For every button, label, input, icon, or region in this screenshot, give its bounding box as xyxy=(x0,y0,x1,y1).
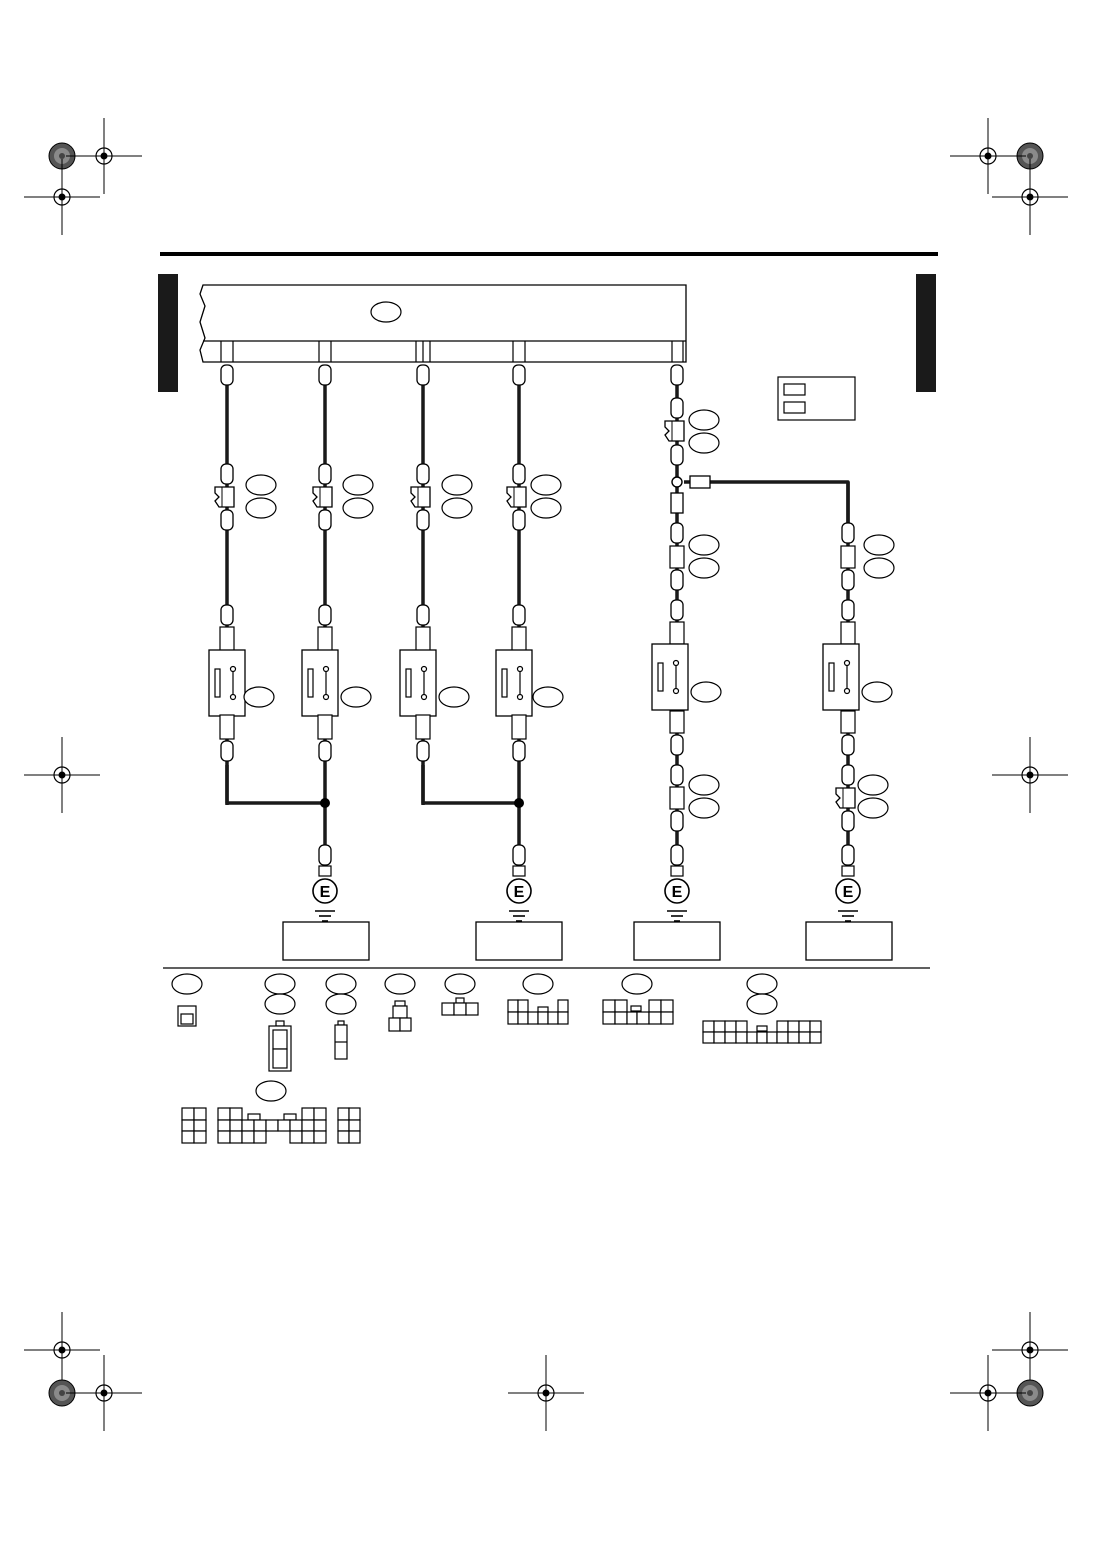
relay-switch-icon xyxy=(651,643,689,711)
registration-crosshair-icon xyxy=(23,736,101,814)
registration-crosshair-icon xyxy=(949,1354,1027,1432)
ground-label: E xyxy=(672,884,683,901)
connector-pinout-icon xyxy=(181,1107,361,1144)
wires xyxy=(225,375,850,875)
ground-label: E xyxy=(843,884,854,901)
relay-switch-icon xyxy=(822,643,860,711)
joint-connector xyxy=(506,486,527,508)
control-module xyxy=(199,284,687,363)
circuit-column xyxy=(208,364,277,762)
circuit-column: E xyxy=(495,364,564,922)
joint-connector xyxy=(835,787,856,809)
relay-switch-icon xyxy=(495,649,533,717)
connector-pinout-icon xyxy=(507,999,569,1025)
joint-connector xyxy=(312,486,333,508)
joint-connector xyxy=(410,486,431,508)
module-callout xyxy=(370,301,402,323)
registration-crosshair-icon xyxy=(65,1354,143,1432)
registration-crosshair-icon xyxy=(65,117,143,195)
connector-pinout-icon xyxy=(602,999,674,1025)
inline-fuse xyxy=(689,475,711,489)
connector-pinout-icon xyxy=(702,1020,822,1044)
connector-pinout-icon xyxy=(275,1020,285,1027)
registration-crosshair-icon xyxy=(949,117,1027,195)
circuit-column: E xyxy=(301,364,374,922)
joint-connector xyxy=(214,486,235,508)
inline-fuse xyxy=(670,492,684,514)
header-rule xyxy=(160,252,938,256)
circuit-column xyxy=(399,364,473,762)
legend-box xyxy=(777,376,856,421)
wire-splice xyxy=(514,798,524,808)
wire-splice xyxy=(671,476,683,488)
joint-connector xyxy=(664,420,685,442)
ground-label: E xyxy=(514,884,525,901)
wire-splice xyxy=(320,798,330,808)
relay-switch-icon xyxy=(399,649,437,717)
connector-pinout-icon xyxy=(455,997,465,1004)
registration-crosshair-icon xyxy=(991,1311,1069,1389)
registration-crosshair-icon xyxy=(23,1311,101,1389)
connector-pinouts xyxy=(171,973,822,1144)
registration-crosshair-icon xyxy=(991,736,1069,814)
circuit-column: E xyxy=(651,364,722,922)
registration-crosshair-icon xyxy=(23,158,101,236)
relay-switch-icon xyxy=(208,649,246,717)
registration-crosshair-icon xyxy=(507,1354,585,1432)
registration-crosshair-icon xyxy=(991,158,1069,236)
side-tab-right xyxy=(916,274,936,392)
side-tab-left xyxy=(158,274,178,392)
circuit-column: E xyxy=(822,522,895,922)
relay-switch-icon xyxy=(301,649,339,717)
connector-pinout-icon xyxy=(394,1000,406,1007)
ground-label: E xyxy=(320,884,331,901)
empty-boxes xyxy=(282,921,893,961)
